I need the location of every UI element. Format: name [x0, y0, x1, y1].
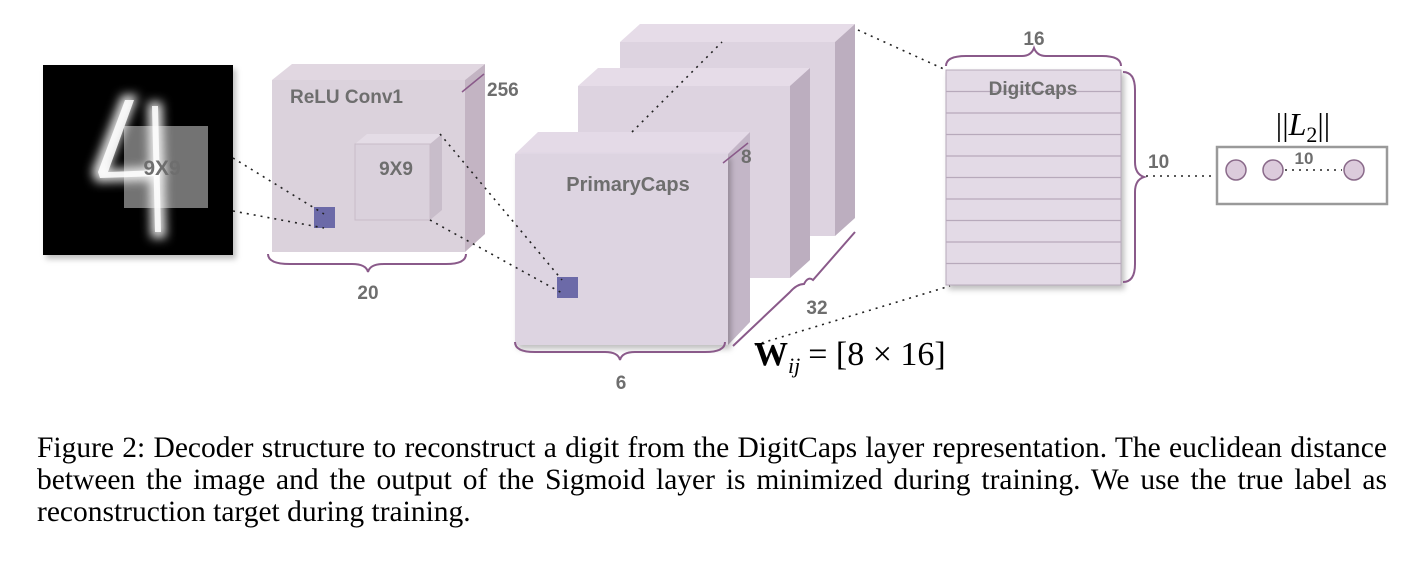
output-node: [1225, 159, 1247, 181]
digit-caps-top-label: 16: [1023, 29, 1044, 50]
weight-symbol: W: [754, 336, 788, 373]
primary-caps-unit: [557, 277, 578, 298]
output-count-label: 10: [1295, 149, 1314, 168]
output-node: [1262, 159, 1284, 181]
primarycaps-digitcaps-connectors: [754, 29, 951, 346]
digit-caps-side-brace: [1122, 71, 1148, 283]
conv1-kernel-label: 9X9: [379, 159, 413, 180]
primary-caps-stack: PrimaryCaps 8 32 6: [514, 24, 856, 394]
input-kernel-label: 9X9: [143, 157, 180, 180]
output-node: [1343, 159, 1365, 181]
conv1-kernel-cube: 9X9: [354, 134, 442, 221]
primary-caps-width-label: 6: [616, 373, 627, 394]
relu-conv1-width-label: 20: [357, 283, 378, 304]
norm-subscript: 2: [1306, 122, 1317, 147]
conv1-primarycaps-connectors: [429, 41, 723, 294]
l2-norm-label: ||L2||: [1276, 106, 1330, 147]
digit-caps-title: DigitCaps: [989, 79, 1078, 100]
weight-subscript: ij: [788, 353, 800, 378]
norm-open: ||: [1276, 106, 1289, 142]
relu-conv1-block: ReLU Conv1 256 9X9 20: [267, 64, 519, 304]
primary-caps-title: PrimaryCaps: [566, 174, 689, 196]
primary-caps-width-brace: [514, 341, 726, 361]
weight-matrix-label: Wij = [8 × 16]: [754, 336, 946, 378]
norm-close: ||: [1317, 106, 1330, 142]
capsnet-diagram: 9X9 ReLU Conv1 256 9X9 20: [43, 24, 1389, 394]
conv1-output-unit: [314, 207, 335, 228]
input-conv1-connectors: [232, 157, 325, 229]
digit-caps-side-label: 10: [1148, 152, 1169, 173]
relu-conv1-depth-label: 256: [487, 80, 519, 101]
relu-conv1-title: ReLU Conv1: [290, 87, 403, 108]
input-digit-image: 9X9: [43, 65, 233, 255]
digit-caps-rows: [946, 90, 1121, 265]
primary-caps-front-layer: PrimaryCaps: [515, 132, 750, 345]
primary-caps-count-label: 32: [806, 298, 827, 319]
receptive-field: [124, 126, 208, 208]
figure-caption: Figure 2: Decoder structure to reconstru…: [37, 432, 1387, 528]
relu-conv1-width-brace: [267, 253, 467, 273]
digit-caps-top-brace: [945, 45, 1122, 67]
primary-caps-depth-label: 8: [741, 147, 752, 168]
digit-caps-block: DigitCaps 16 10: [945, 29, 1169, 286]
norm-symbol: L: [1288, 106, 1307, 142]
output-norm-block: ||L2|| 10: [1215, 106, 1389, 206]
primary-caps-count-brace: [732, 231, 856, 347]
weight-value: = [8 × 16]: [808, 336, 946, 373]
